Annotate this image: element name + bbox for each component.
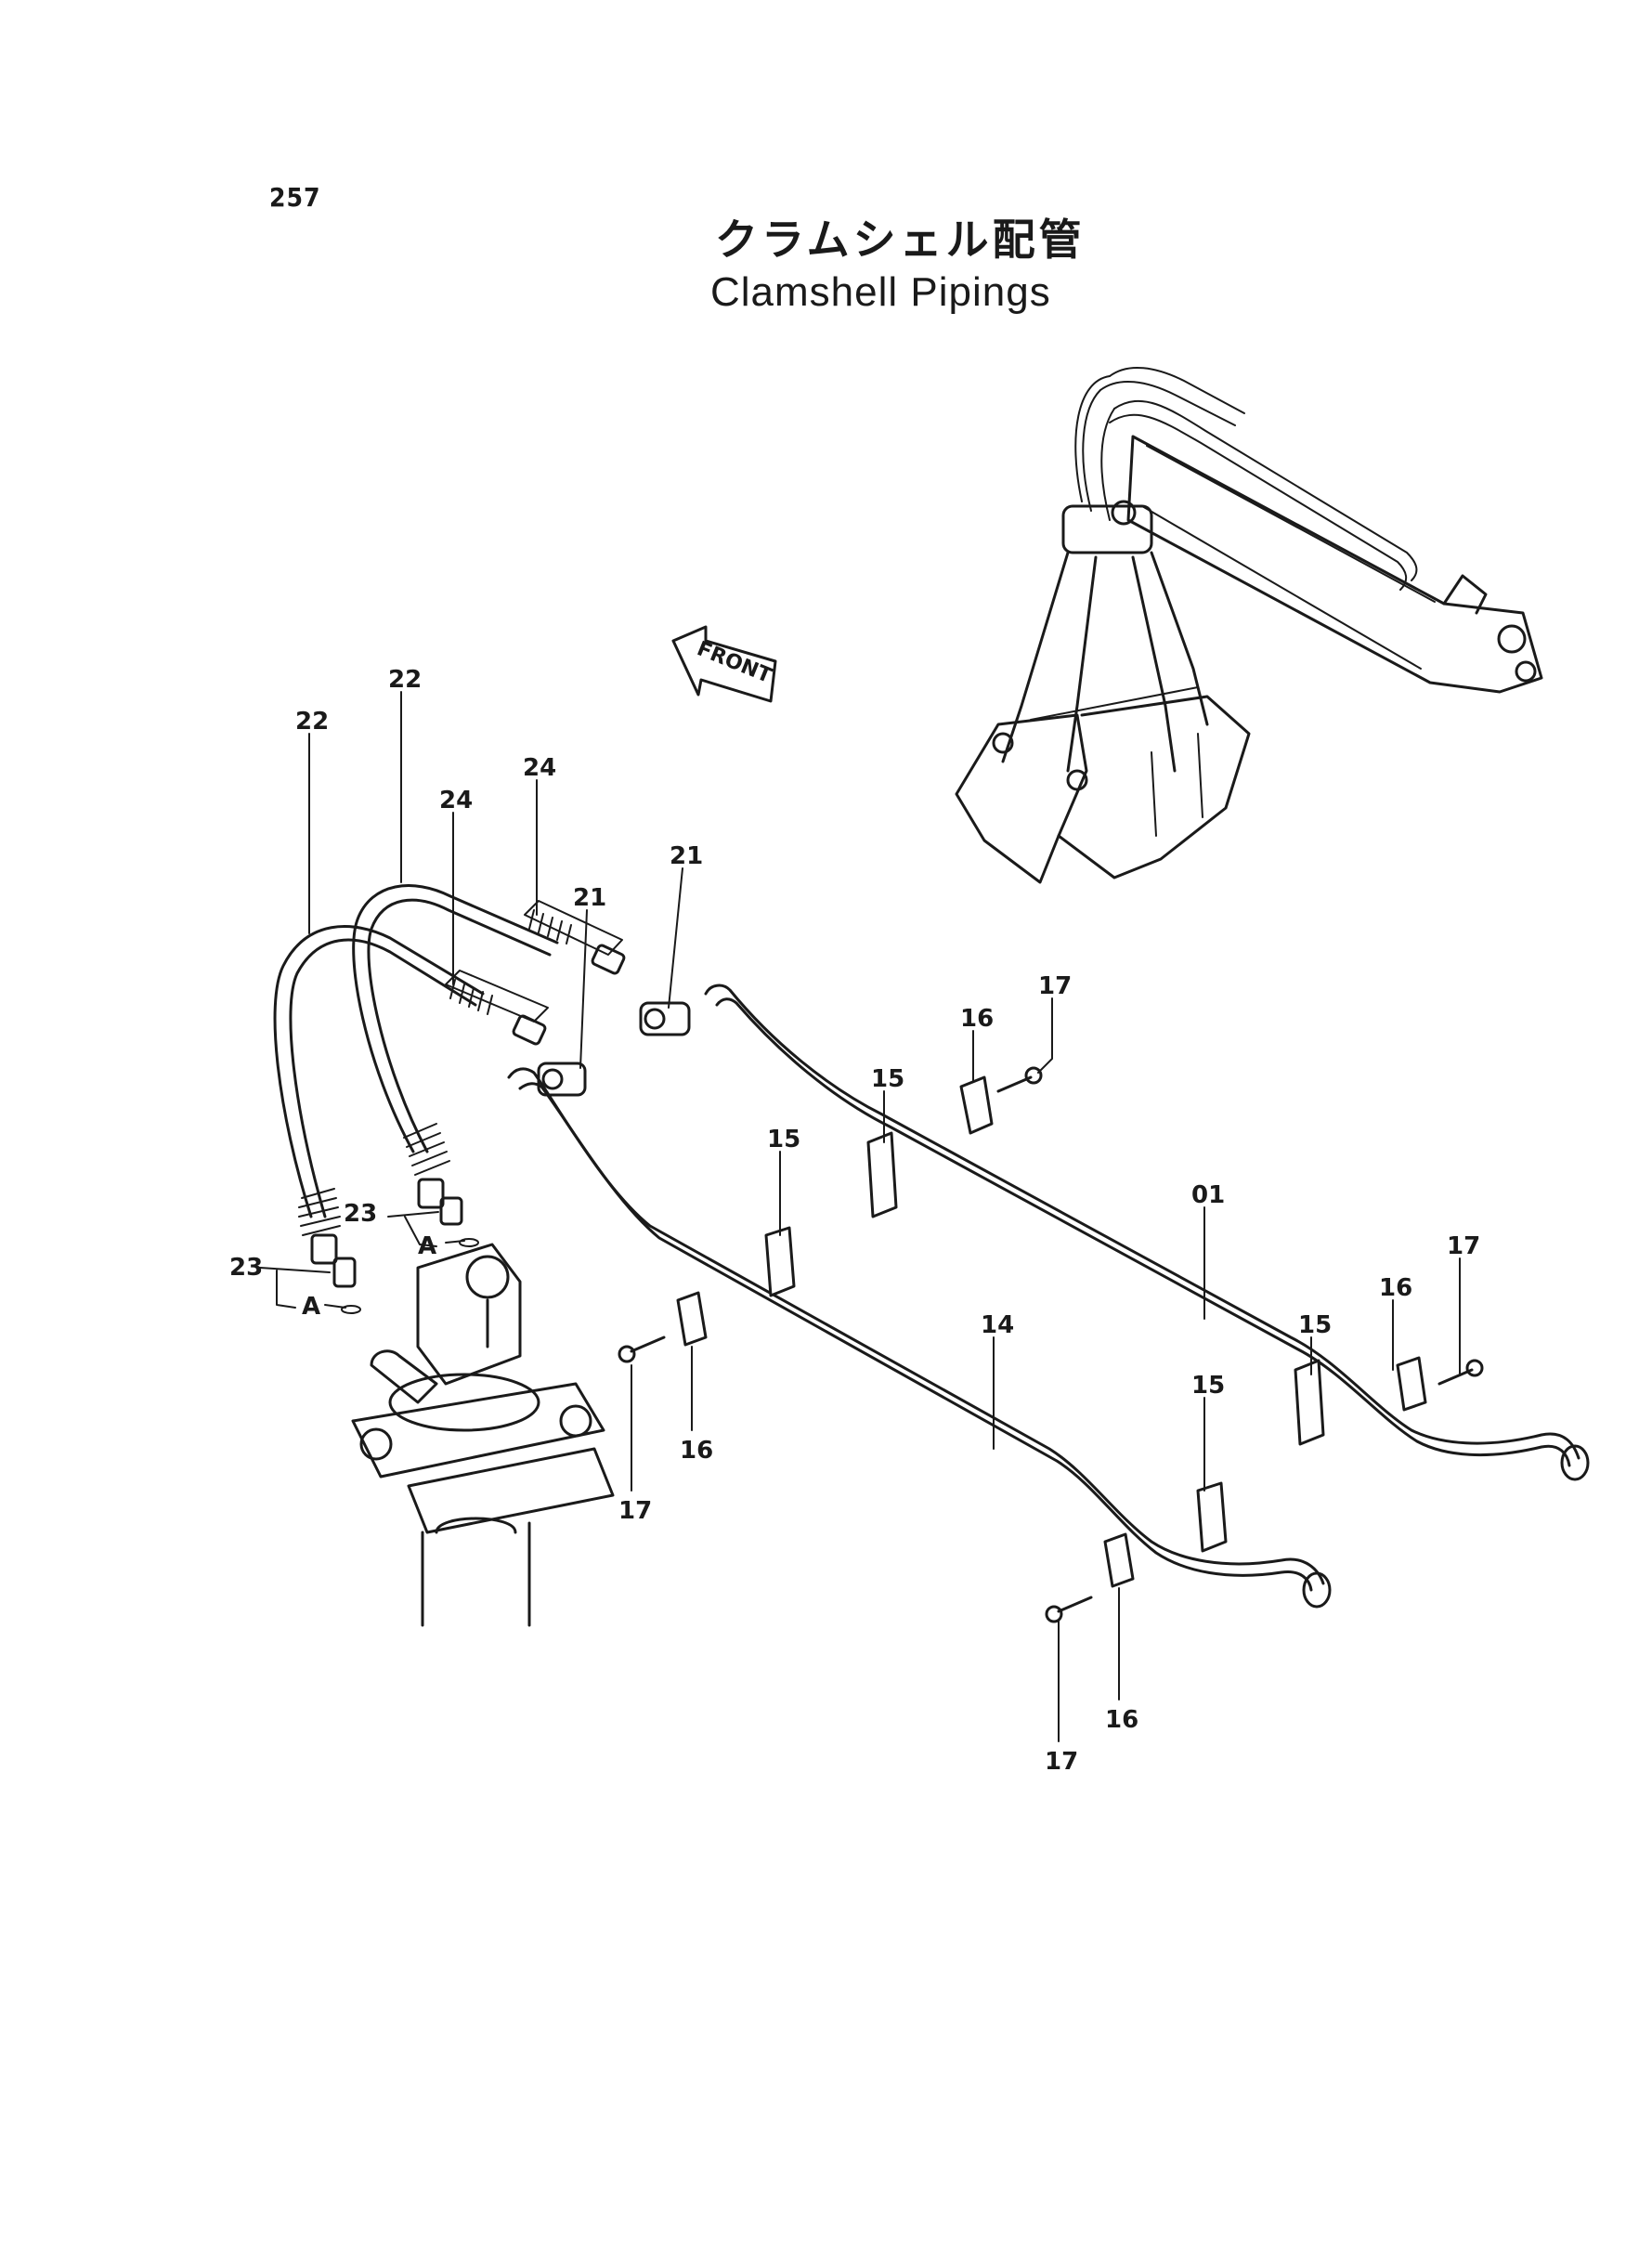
callout-17-bottom: 17 xyxy=(1045,1748,1078,1776)
callout-14: 14 xyxy=(981,1311,1014,1339)
callout-24-upper: 24 xyxy=(523,754,556,782)
callout-17-top: 17 xyxy=(1038,972,1072,1000)
clamp-15-set xyxy=(764,1131,1325,1553)
callout-23-lower: 23 xyxy=(229,1254,263,1282)
pipe-01 xyxy=(704,984,1590,1481)
callout-15-top: 15 xyxy=(871,1065,904,1093)
front-direction-arrow: FRONT xyxy=(671,625,777,703)
bracket-16-set xyxy=(676,1075,1427,1588)
callout-21-lower: 21 xyxy=(573,884,606,912)
elbow-fittings xyxy=(537,1001,691,1097)
swivel-joint-assembly xyxy=(351,1243,615,1627)
callout-A-lower: A xyxy=(302,1293,320,1321)
clamshell-arm-illustration xyxy=(955,366,1543,884)
callout-labels: 22 22 24 24 21 21 17 16 15 15 01 17 16 1… xyxy=(229,666,1480,1776)
fitting-23-set xyxy=(332,1196,479,1314)
callout-17-right: 17 xyxy=(1447,1232,1480,1260)
pipe-14 xyxy=(507,1067,1332,1609)
callout-22-inner: 22 xyxy=(388,666,422,694)
bolt-17-set xyxy=(618,1066,1484,1623)
callout-16-top: 16 xyxy=(960,1005,994,1033)
title-japanese: クラムシェル配管 xyxy=(715,215,1086,265)
callout-15-right: 15 xyxy=(1298,1311,1332,1339)
callout-23-upper: 23 xyxy=(344,1200,377,1228)
callout-01: 01 xyxy=(1191,1181,1225,1209)
title-english: Clamshell Pipings xyxy=(710,269,1051,315)
callout-15-lower: 15 xyxy=(1191,1372,1225,1400)
callout-22-outer: 22 xyxy=(295,708,329,736)
callout-17-left: 17 xyxy=(618,1497,652,1525)
callout-A-upper: A xyxy=(418,1232,436,1260)
leader-lines xyxy=(259,691,1461,1742)
hose-assemblies xyxy=(273,884,626,1265)
callout-24-lower: 24 xyxy=(439,787,473,814)
callout-16-bottom: 16 xyxy=(1105,1706,1138,1734)
callout-16-left: 16 xyxy=(680,1437,713,1465)
page-number: 257 xyxy=(269,182,321,213)
callout-15-left: 15 xyxy=(767,1126,800,1153)
callout-21-upper: 21 xyxy=(670,842,703,870)
callout-16-right: 16 xyxy=(1379,1274,1412,1302)
